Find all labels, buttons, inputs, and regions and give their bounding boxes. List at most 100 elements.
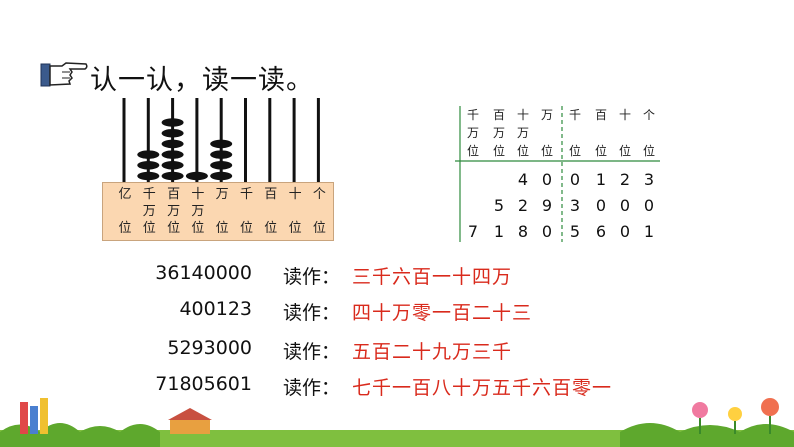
abacus-bead	[137, 161, 160, 170]
table-header-char: 位	[618, 144, 631, 158]
reading-number: 5293000	[167, 337, 252, 359]
table-header-char: 位	[492, 144, 505, 158]
table-header-char: 位	[568, 144, 581, 158]
table-header-char: 位	[516, 144, 529, 158]
abacus-label-char	[284, 203, 306, 220]
reading-label: 读作：	[283, 377, 341, 399]
page-title: 认一认，读一读。	[90, 65, 314, 96]
abacus-label-char: 位	[191, 221, 205, 236]
table-header-char: 个	[642, 108, 655, 122]
table-header-char: 万	[516, 126, 529, 140]
abacus-col-label: 百位	[260, 186, 282, 237]
grass-decoration	[0, 398, 794, 447]
table-header-char: 位	[466, 144, 479, 158]
table-digit: 9	[541, 196, 553, 215]
abacus-bead	[161, 128, 184, 138]
table-header-char: 百	[594, 108, 607, 122]
abacus-bead	[210, 171, 233, 181]
reading-text: 三千六百一十四万	[352, 266, 513, 288]
abacus-bead	[161, 171, 184, 181]
table-header-char: 万	[466, 126, 479, 140]
table-header-char: 位	[642, 144, 655, 158]
table-digit: 1	[493, 222, 505, 241]
table-digit: 3	[643, 170, 655, 189]
abacus-bead	[161, 139, 184, 149]
pointing-hand-icon	[40, 62, 88, 87]
table-header-char: 位	[540, 144, 553, 158]
reading-number: 71805601	[155, 373, 252, 395]
reading-text: 七千一百八十万五千六百零一	[352, 377, 613, 399]
abacus-label-char: 位	[118, 221, 132, 236]
abacus-bead	[161, 161, 184, 170]
abacus-bead	[185, 171, 208, 181]
abacus-col-label: 千万位	[138, 186, 160, 237]
table-header-char: 位	[594, 144, 607, 158]
abacus-bead	[210, 150, 233, 159]
abacus-col-label: 个位	[308, 186, 330, 237]
abacus-label-char	[114, 203, 136, 220]
abacus-bead	[210, 139, 233, 149]
abacus-label-char: 位	[264, 221, 278, 236]
table-digit: 0	[619, 222, 631, 241]
abacus-label-char: 位	[167, 221, 181, 236]
reading-number: 400123	[179, 298, 252, 320]
abacus-label-char: 百	[264, 187, 278, 202]
abacus-col-label: 万位	[211, 186, 233, 237]
table-header-char: 百	[492, 108, 505, 122]
abacus-label-char: 万	[215, 187, 229, 202]
table-digit: 0	[569, 170, 581, 189]
abacus-col-label: 亿位	[114, 186, 136, 237]
table-digit: 0	[541, 222, 553, 241]
table-digit: 4	[517, 170, 529, 189]
abacus-col-label: 十位	[284, 186, 306, 237]
table-digit: 7	[467, 222, 479, 241]
reading-text: 四十万零一百二十三	[352, 302, 533, 324]
table-digit: 8	[517, 222, 529, 241]
abacus-label-char: 千	[142, 187, 156, 202]
abacus-label-char	[260, 203, 282, 220]
abacus-col-label: 百万位	[163, 186, 185, 237]
table-digit: 5	[493, 196, 505, 215]
table-digit: 6	[595, 222, 607, 241]
table-digit: 0	[541, 170, 553, 189]
table-header-char: 十	[516, 108, 529, 122]
abacus-label-char: 万	[191, 204, 205, 219]
abacus-bead	[161, 150, 184, 159]
table-digit: 5	[569, 222, 581, 241]
abacus-label-char: 百	[167, 187, 181, 202]
reading-label: 读作：	[283, 302, 341, 324]
table-digit: 0	[595, 196, 607, 215]
table-header-char: 千	[466, 108, 479, 122]
table-digit: 3	[569, 196, 581, 215]
table-lines	[455, 106, 660, 242]
abacus-label-char: 位	[142, 221, 156, 236]
abacus-bead	[137, 150, 160, 159]
abacus-label-char: 万	[142, 204, 156, 219]
abacus-label-char: 位	[215, 221, 229, 236]
abacus-label-char: 个	[312, 187, 326, 202]
abacus-label-char	[211, 203, 233, 220]
table-header-char: 十	[618, 108, 631, 122]
table-digit: 0	[619, 196, 631, 215]
table-digit: 1	[595, 170, 607, 189]
abacus-label-char: 亿	[118, 187, 132, 202]
abacus-col-label: 十万位	[187, 186, 209, 237]
abacus-label-char	[236, 203, 258, 220]
abacus-label-char: 千	[239, 187, 253, 202]
abacus-bead	[137, 171, 160, 181]
abacus-col-label: 千位	[236, 186, 258, 237]
abacus-label-char: 位	[239, 221, 253, 236]
table-header-char: 万	[492, 126, 505, 140]
abacus-label-char	[308, 203, 330, 220]
abacus-label-char: 位	[288, 221, 302, 236]
table-digit: 0	[643, 196, 655, 215]
table-digit: 2	[619, 170, 631, 189]
reading-text: 五百二十九万三千	[352, 341, 513, 363]
reading-label: 读作：	[283, 341, 341, 363]
abacus-label-char: 位	[312, 221, 326, 236]
table-digit: 2	[517, 196, 529, 215]
table-header-char: 千	[568, 108, 581, 122]
table-header-char: 万	[540, 108, 553, 122]
abacus-label-char: 万	[167, 204, 181, 219]
